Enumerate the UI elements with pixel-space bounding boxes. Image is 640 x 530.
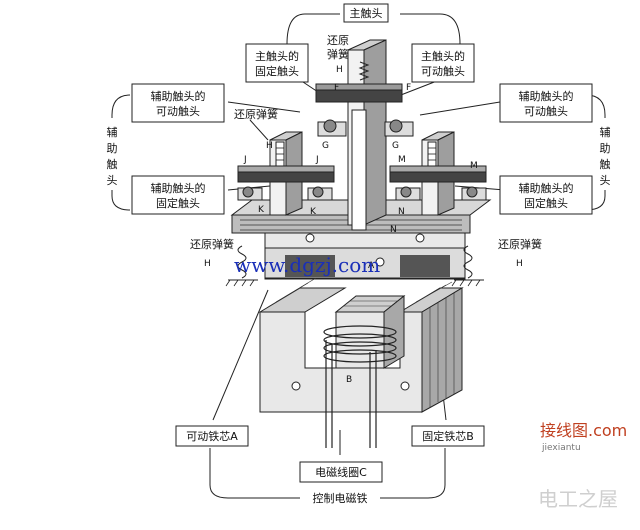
- label-control-electromagnet: 控制电磁铁: [313, 491, 368, 505]
- label-main-contact: 主触头: [350, 6, 383, 20]
- label-aux-moving-left-1: 辅助触头的: [151, 89, 206, 103]
- label-boxes: [131, 3, 593, 483]
- label-aux-contact-right-1: 辅: [600, 125, 611, 139]
- coil-windings: [323, 325, 397, 363]
- label-aux-contact-left-1: 辅: [107, 125, 118, 139]
- letter-H-right: H: [516, 259, 523, 269]
- label-aux-moving-left-2: 可动触头: [156, 104, 200, 118]
- fixed-core-electromagnet: [258, 277, 464, 448]
- letter-N-right: N: [390, 225, 397, 235]
- watermark-site2: 接线图.com: [540, 421, 627, 440]
- letter-K-right: K: [310, 207, 317, 217]
- letter-J-left: J: [243, 155, 247, 165]
- label-main-moving-2: 可动触头: [421, 64, 465, 78]
- bracket-aux-left: [111, 94, 131, 211]
- label-return-spring-mid: 还原弹簧: [234, 107, 278, 121]
- label-main-moving-1: 主触头的: [421, 49, 465, 63]
- letter-M-right: M: [470, 161, 478, 171]
- bracket-bottom: [209, 448, 446, 499]
- label-aux-contact-right-2: 助: [600, 141, 611, 155]
- letter-N-left: N: [398, 207, 405, 217]
- label-main-fixed-2: 固定触头: [255, 64, 299, 78]
- label-aux-contact-left-2: 助: [107, 141, 118, 155]
- letter-markers: H F F G G H J J M M K K N N H H A B: [204, 65, 523, 385]
- letter-J-right: J: [315, 155, 319, 165]
- left-return-spring: [225, 245, 258, 287]
- label-moving-core: 可动铁芯A: [186, 429, 238, 443]
- label-aux-moving-right-2: 可动触头: [524, 104, 568, 118]
- letter-F-left: F: [334, 83, 339, 93]
- watermark-site3: 电工之屋: [538, 487, 618, 511]
- watermark-site2-sub: jiexiantu: [541, 443, 581, 453]
- letter-G-left: G: [322, 141, 329, 151]
- right-return-spring: [451, 245, 484, 287]
- label-aux-fixed-right-1: 辅助触头的: [519, 181, 574, 195]
- label-aux-contact-left-3: 触: [107, 157, 118, 171]
- label-aux-contact-right-4: 头: [600, 174, 611, 187]
- letter-G-right: G: [392, 141, 399, 151]
- top-spring: [358, 61, 370, 81]
- label-return-spring-left: 还原弹簧: [190, 237, 234, 251]
- label-return-spring-top-2: 弹簧: [327, 47, 349, 61]
- label-aux-moving-right-1: 辅助触头的: [519, 89, 574, 103]
- label-aux-fixed-left-2: 固定触头: [156, 196, 200, 210]
- letter-H-mid: H: [266, 141, 273, 151]
- label-coil: 电磁线圈C: [315, 465, 367, 479]
- watermark-site: www.dgzj.com: [234, 253, 380, 277]
- watermarks: www.dgzj.com 接线图.com jiexiantu 电工之屋: [234, 253, 627, 511]
- label-aux-fixed-right-2: 固定触头: [524, 196, 568, 210]
- label-aux-contact-right-3: 触: [600, 157, 611, 171]
- letter-F-right: F: [406, 83, 411, 93]
- letter-B: B: [346, 375, 352, 385]
- letter-H-left: H: [204, 259, 211, 269]
- letter-K-left: K: [258, 205, 265, 215]
- letter-M-left: M: [398, 155, 406, 165]
- label-text: 主触头 主触头的 固定触头 主触头的 可动触头 还原 弹簧 辅助触头的 可动触头…: [107, 6, 611, 505]
- upper-assembly: [225, 39, 492, 287]
- letter-H-top: H: [336, 65, 343, 75]
- label-main-fixed-1: 主触头的: [255, 49, 299, 63]
- label-fixed-core: 固定铁芯B: [422, 429, 474, 443]
- label-return-spring-top-1: 还原: [327, 34, 349, 47]
- label-aux-contact-left-4: 头: [107, 174, 118, 187]
- label-return-spring-right: 还原弹簧: [498, 237, 542, 251]
- letter-A: A: [368, 261, 375, 271]
- label-aux-fixed-left-1: 辅助触头的: [151, 181, 206, 195]
